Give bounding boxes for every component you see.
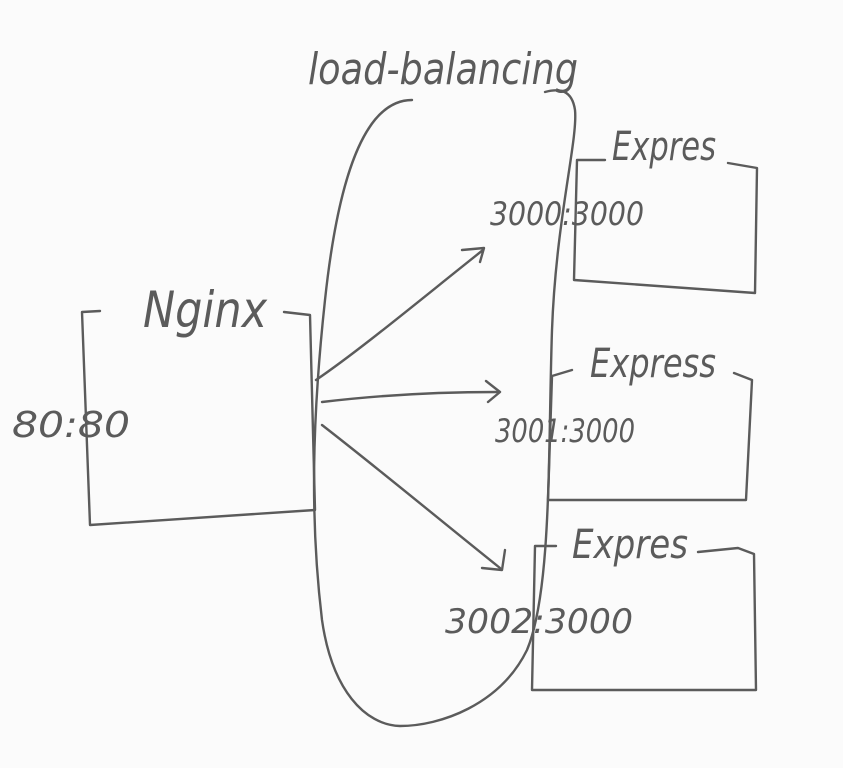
express-box-3 bbox=[530, 544, 758, 692]
express-box-1 bbox=[572, 158, 759, 295]
arrow-to-express-2 bbox=[320, 379, 502, 404]
express-port-mapping-3: 3002:3000 bbox=[445, 602, 633, 642]
diagram-title: load-balancing bbox=[308, 44, 578, 95]
express-port-mapping-2: 3001:3000 bbox=[495, 412, 635, 450]
express-label-1: Expres bbox=[612, 124, 716, 170]
express-label-3: Expres bbox=[572, 522, 688, 568]
nginx-box bbox=[80, 309, 317, 527]
load-balancer-loop bbox=[312, 89, 577, 728]
nginx-label: Nginx bbox=[143, 281, 267, 339]
arrow-to-express-3 bbox=[320, 423, 507, 572]
arrow-to-express-1 bbox=[314, 246, 486, 382]
express-port-mapping-1: 3000:3000 bbox=[490, 195, 644, 233]
express-label-2: Express bbox=[590, 341, 716, 387]
nginx-port-mapping: 80:80 bbox=[12, 405, 130, 446]
express-box-2 bbox=[546, 368, 754, 502]
